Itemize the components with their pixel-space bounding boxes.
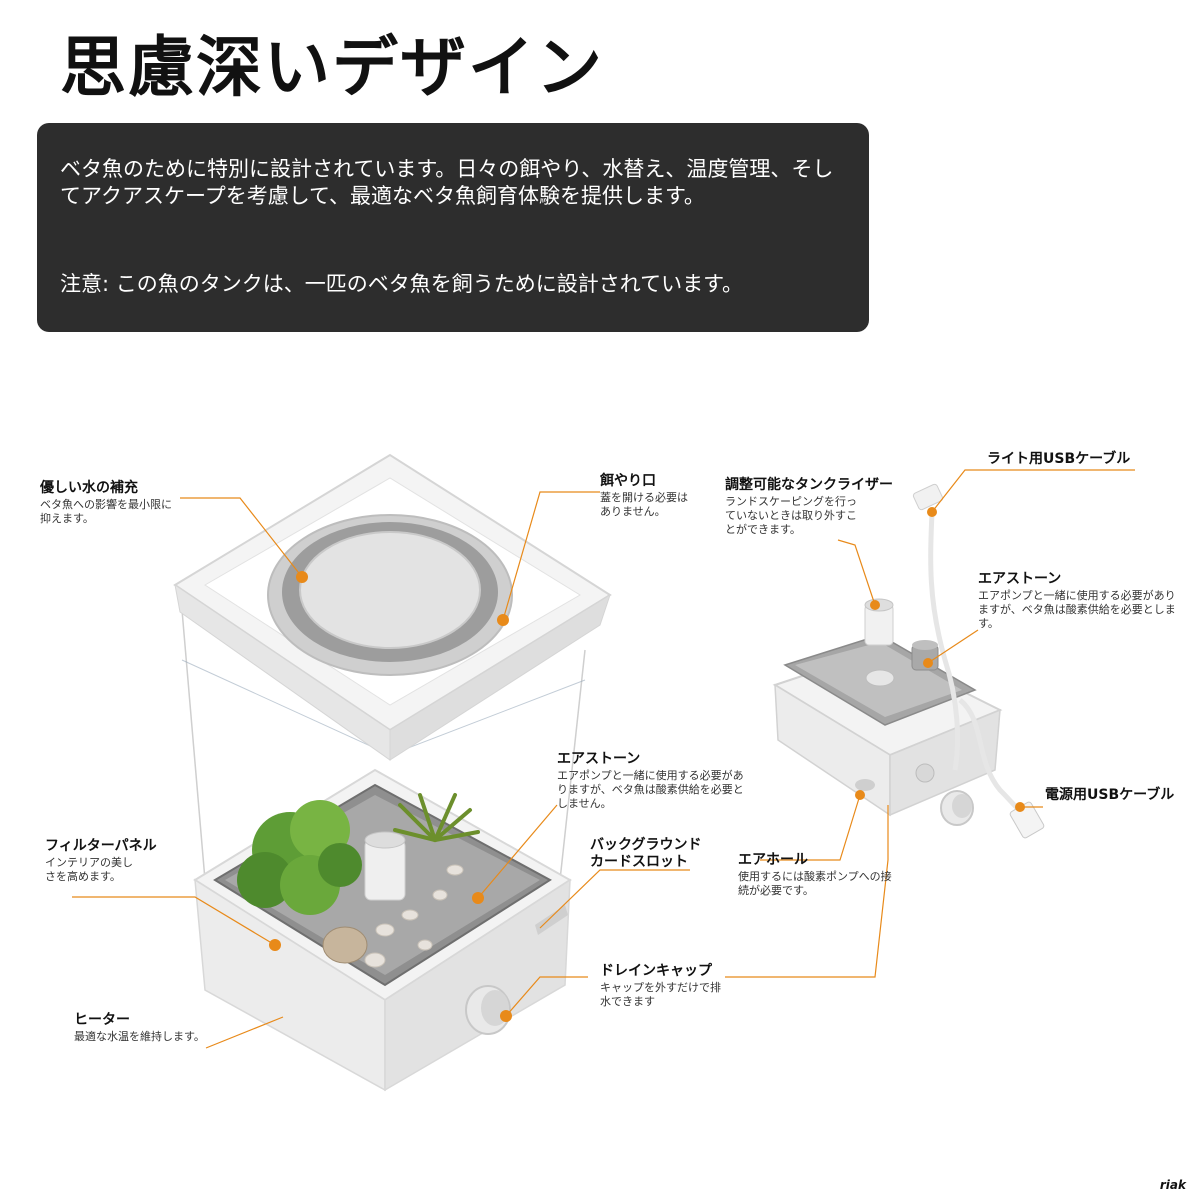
leader-lines [72, 469, 1135, 1049]
annotation-title: エアストーン [978, 571, 1062, 587]
annotation-title: エアストーン [557, 751, 641, 767]
card-slot [535, 905, 568, 935]
pebbles [364, 864, 464, 968]
air-stone-cylinder [364, 839, 406, 901]
annotation-desc: エアポンプと一緒に使用する必要がありますが、ベタ魚は酸素供給を必要とします。 [978, 589, 1176, 630]
annotation-feeding-port: 餌やり口 蓋を開ける必要はありません。 [600, 473, 692, 519]
watermark: riak [1159, 1178, 1186, 1192]
annotation-desc: 最適な水温を維持します。 [74, 1030, 205, 1043]
annotation-title: ドレインキャップ [600, 963, 712, 979]
riser-unit [772, 634, 1003, 817]
drain-knob [465, 985, 511, 1035]
annotation-title: エアホール [738, 852, 808, 868]
intro-description: ベタ魚のために特別に設計されています。日々の餌やり、水替え、温度管理、そしてアク… [60, 157, 834, 208]
annotation-desc: 使用するには酸素ポンプへの接続が必要です。 [738, 870, 892, 897]
intro-note: 注意: この魚のタンクは、一匹のベタ魚を飼うために設計されています。 [60, 272, 744, 296]
plant-moss [237, 800, 362, 915]
light-cable [928, 511, 960, 771]
annotation-desc: インテリアの美しさを高めます。 [45, 856, 133, 883]
annotation-desc: ベタ魚への影響を最小限に抑えます。 [40, 498, 172, 525]
annotation-title: 電源用USBケーブル [1045, 787, 1175, 803]
annotation-title: ヒーター [74, 1012, 130, 1028]
annotation-title: 餌やり口 [600, 473, 656, 489]
annotation-desc: エアポンプと一緒に使用する必要がありますが、ベタ魚は酸素供給を必要としません。 [557, 769, 744, 810]
annotation-air-stone-side: エアストーン エアポンプと一緒に使用する必要がありますが、ベタ魚は酸素供給を必要… [978, 571, 1178, 631]
leader-dots [269, 507, 1025, 1022]
annotation-desc: ランドスケーピングを行っていないときは取り外すことができます。 [725, 495, 857, 536]
annotation-light-usb: ライト用USBケーブル [987, 451, 1147, 468]
annotation-filter-panel: フィルターパネル インテリアの美しさを高めます。 [45, 838, 170, 884]
annotation-drain-cap: ドレインキャップ キャップを外すだけで排水できます [600, 963, 730, 1009]
annotation-desc: 蓋を開ける必要はありません。 [600, 491, 688, 518]
plant-grass [393, 793, 480, 842]
light-plug [912, 483, 944, 511]
annotation-title: バックグラウンドカードスロット [590, 837, 702, 870]
annotation-title: 調整可能なタンクライザー [725, 477, 893, 493]
annotation-title: 優しい水の補充 [40, 480, 138, 496]
annotation-heater: ヒーター 最適な水温を維持します。 [74, 1012, 224, 1044]
info-panel: ベタ魚のために特別に設計されています。日々の餌やり、水替え、温度管理、そしてアク… [37, 123, 869, 332]
annotation-tank-riser: 調整可能なタンクライザー ランドスケーピングを行っていないときは取り外すことがで… [725, 477, 905, 537]
annotation-title: フィルターパネル [45, 838, 157, 854]
page-title: 思慮深いデザイン [60, 29, 604, 106]
annotation-air-hole: エアホール 使用するには酸素ポンプへの接続が必要です。 [738, 852, 898, 898]
annotation-title: ライト用USBケーブル [987, 451, 1131, 467]
annotation-gentle-refill: 優しい水の補充 ベタ魚への影響を最小限に抑えます。 [40, 480, 180, 526]
annotation-background-slot: バックグラウンドカードスロット [590, 837, 715, 871]
annotation-air-stone-main: エアストーン エアポンプと一緒に使用する必要がありますが、ベタ魚は酸素供給を必要… [557, 751, 753, 811]
annotation-power-usb: 電源用USBケーブル [1045, 787, 1195, 804]
side-knob [940, 790, 974, 826]
annotation-desc: キャップを外すだけで排水できます [600, 981, 721, 1008]
feeding-disc [267, 514, 513, 676]
shell [322, 926, 368, 964]
